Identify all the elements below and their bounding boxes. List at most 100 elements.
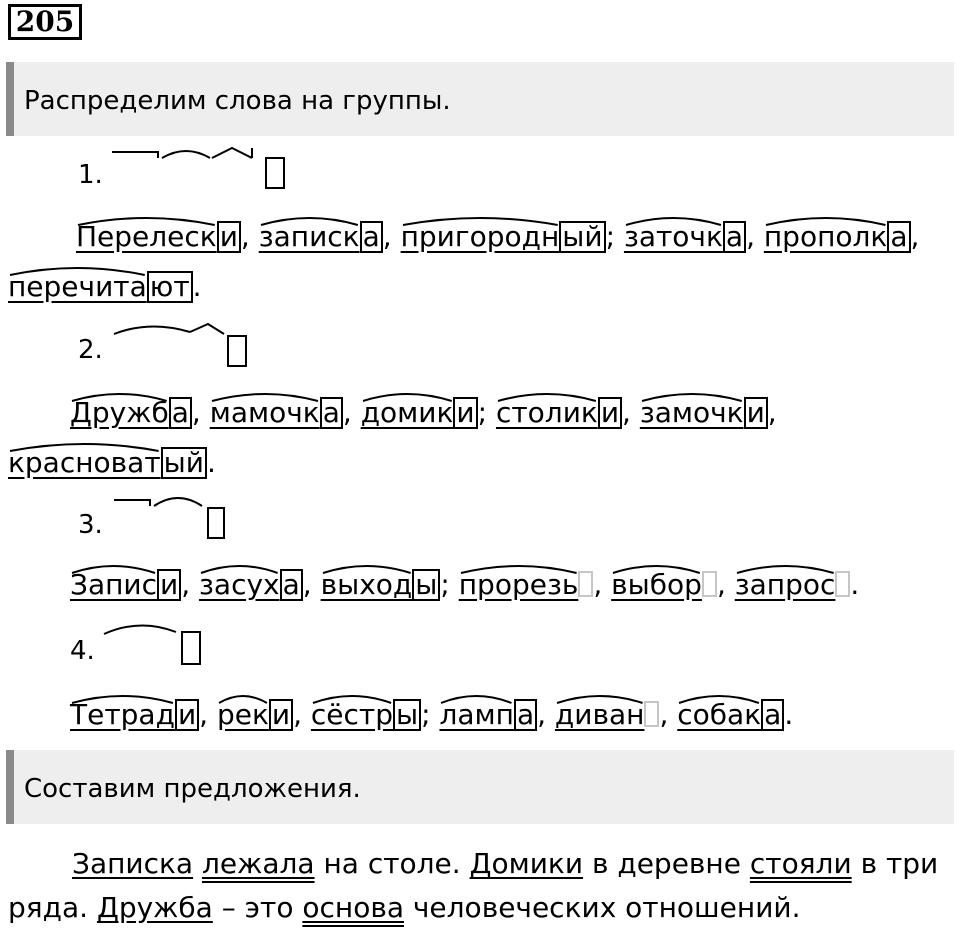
- word-base: выход: [320, 568, 413, 601]
- group-scheme-3: [114, 497, 225, 539]
- group-scheme-2: [113, 322, 247, 367]
- word-ending-box: ый: [160, 447, 207, 479]
- group-number-2: 2.: [78, 335, 103, 365]
- word-ending-box: и: [174, 699, 200, 731]
- word-base: рек: [216, 698, 269, 731]
- root-arc: [362, 393, 452, 402]
- punctuation: .: [784, 698, 794, 731]
- word-base: перечита: [8, 270, 147, 303]
- root-arc: [441, 695, 513, 704]
- root-arc-path: [260, 217, 358, 226]
- word-ending-box: [701, 571, 717, 597]
- root-arc: [678, 695, 760, 704]
- sentence-3-rest: человеческих отношений.: [412, 891, 801, 924]
- word-base: запрос: [734, 568, 836, 601]
- punctuation: ,: [191, 396, 201, 429]
- word-base: замочк: [639, 396, 744, 429]
- word-base: домик: [360, 396, 454, 429]
- word-ending-box: ый: [559, 221, 606, 253]
- root-arc-path: [211, 393, 318, 402]
- word-ending-box: а: [513, 699, 538, 731]
- punctuation: .: [850, 568, 860, 601]
- word-ending-box: и: [216, 221, 241, 253]
- root-arc-path: [9, 267, 145, 276]
- root-arc: [736, 565, 834, 574]
- root-arc: [200, 565, 278, 574]
- root-arc: [312, 695, 392, 704]
- punctuation: ,: [910, 220, 920, 253]
- word-ending-box: а: [319, 397, 343, 429]
- punctuation: ;: [477, 396, 488, 429]
- root-arc: [625, 217, 722, 226]
- analysed-word: диван: [555, 695, 660, 732]
- section-title-sentences: Составим предложения.: [6, 750, 954, 824]
- punctuation: ,: [659, 698, 669, 731]
- root-arc: [218, 695, 268, 704]
- punctuation: ;: [440, 568, 450, 601]
- word-ending-box: и: [157, 569, 182, 601]
- root-arc-path: [460, 565, 577, 574]
- word-ending-box: и: [268, 699, 294, 731]
- word-ending-box: [644, 701, 660, 727]
- root-arc: [71, 695, 174, 704]
- root-arc-path: [71, 393, 168, 402]
- root-arc: [460, 565, 577, 574]
- root-arc-path: [765, 217, 886, 226]
- subject-3: Дружба: [96, 891, 213, 924]
- word-base: заточк: [623, 220, 723, 253]
- punctuation: .: [192, 270, 202, 303]
- punctuation: .: [206, 446, 216, 479]
- word-base: засух: [199, 568, 280, 601]
- punctuation: ,: [240, 220, 250, 253]
- word-base: Тетрад: [70, 698, 175, 731]
- analysed-word: прорезь: [459, 565, 594, 602]
- punctuation: ,: [716, 568, 726, 601]
- word-ending-box: а: [887, 221, 911, 253]
- sentence-3-dash: – это: [221, 891, 294, 924]
- word-ending-box: ы: [412, 569, 441, 601]
- word-ending-box: [578, 571, 594, 597]
- punctuation: ,: [622, 396, 631, 429]
- word-ending-box: а: [168, 397, 192, 429]
- word-base: выбор: [611, 568, 702, 601]
- word-base: столик: [495, 396, 598, 429]
- root-arc: [71, 565, 156, 574]
- word-base: пригородн: [400, 220, 560, 253]
- word-base: Перелеск: [76, 220, 217, 253]
- word-ending-box: а: [279, 569, 303, 601]
- word-ending-box: [835, 571, 851, 597]
- word-ending-box: и: [597, 397, 623, 429]
- analysed-word: выбор: [611, 565, 717, 602]
- root-arc: [556, 695, 643, 704]
- root-arc: [641, 393, 742, 402]
- group-scheme-1: [112, 146, 285, 189]
- word-ending-box: ы: [393, 699, 422, 731]
- word-ending-box: а: [761, 699, 785, 731]
- root-arc: [9, 443, 159, 452]
- group-number-1: 1.: [78, 160, 103, 190]
- punctuation: ,: [302, 568, 312, 601]
- punctuation: ,: [293, 698, 302, 731]
- predicate-1: лежала: [201, 847, 315, 880]
- word-base: прополк: [763, 220, 888, 253]
- punctuation: ,: [342, 396, 352, 429]
- root-arc: [71, 393, 168, 402]
- root-arc-path: [402, 217, 558, 226]
- punctuation: ,: [382, 220, 392, 253]
- punctuation: ,: [181, 568, 191, 601]
- punctuation: ,: [746, 220, 755, 253]
